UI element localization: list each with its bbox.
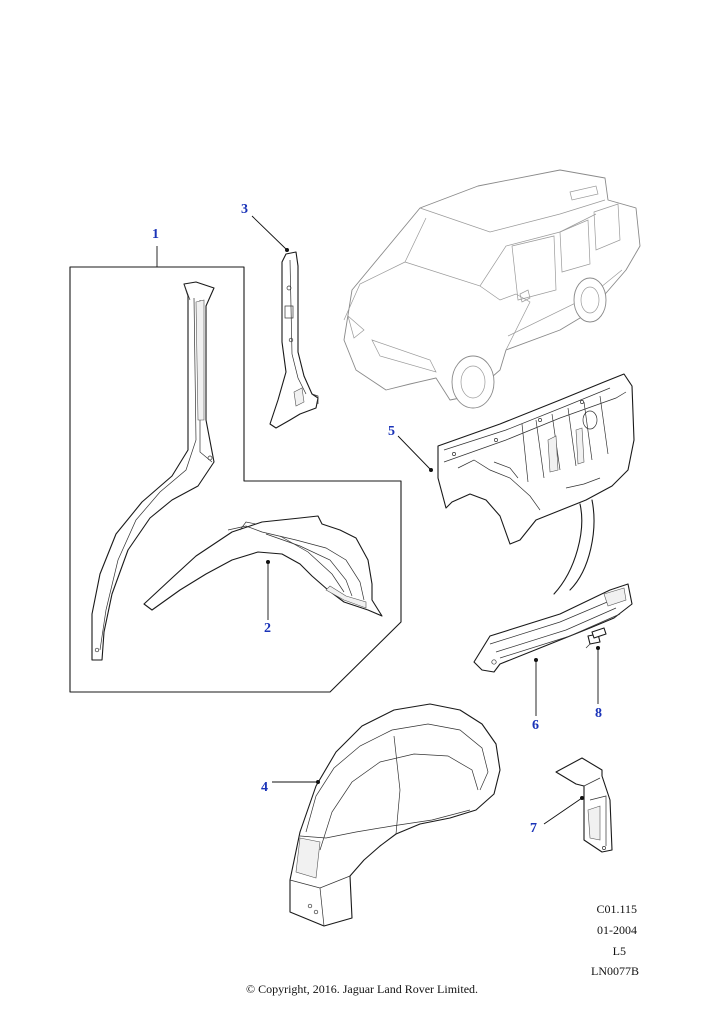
rear-wheel-arch [289,703,501,927]
reference-code: C01.115 [596,902,637,916]
a-pillar [269,251,319,429]
wheel-arch-liner [143,515,383,617]
item-1-group-frame [69,266,402,693]
drawing-number: LN0077B [591,964,639,978]
assembly-link-line [569,499,595,591]
vehicle-illustration [343,169,641,409]
bracket [555,757,613,853]
callout-1: 1 [152,227,159,242]
callout-4: 4 [261,780,268,795]
callout-7: 7 [530,821,537,836]
floor-panel [437,373,635,545]
callout-8: 8 [595,706,602,721]
reference-date: 01-2004 [597,923,637,937]
callout-2: 2 [264,621,271,636]
bolt [585,627,607,649]
callout-5: 5 [388,424,395,439]
callout-3: 3 [241,202,248,217]
reference-level: L5 [612,944,626,958]
assembly-link-line [553,503,583,595]
sill-reinforcement [473,583,633,673]
copyright-notice: © Copyright, 2016. Jaguar Land Rover Lim… [245,982,479,996]
leader-lines [156,215,600,825]
callout-6: 6 [532,718,539,733]
inner-wing-panel [91,281,215,661]
